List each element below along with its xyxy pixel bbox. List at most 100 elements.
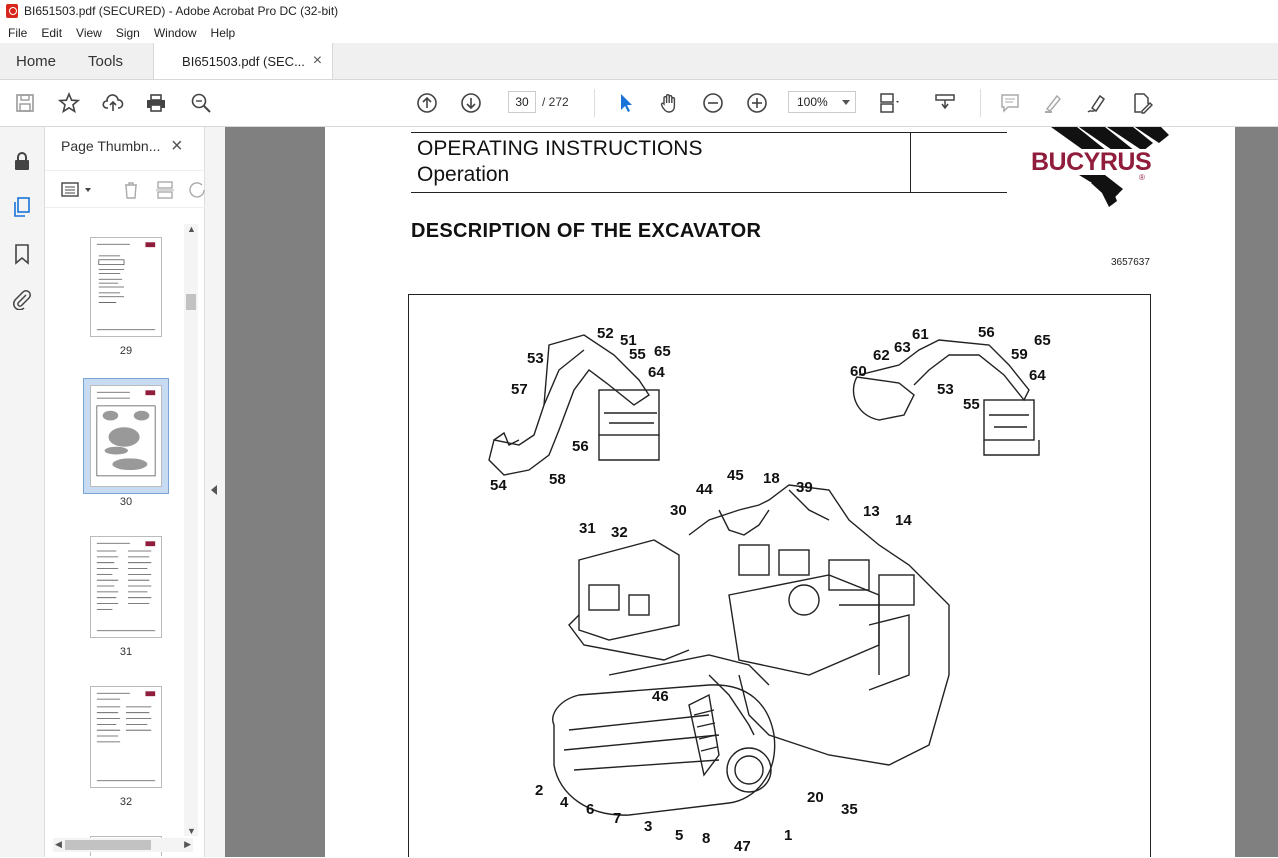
tab-close-icon[interactable]: × <box>312 52 323 69</box>
pdf-page: OPERATING INSTRUCTIONS Operation BUCYRUS… <box>325 127 1235 857</box>
thumbnails-hscrollbar[interactable]: ◀ ▶ <box>53 838 193 852</box>
star-icon[interactable] <box>57 91 81 115</box>
registered-mark: ® <box>1139 173 1145 182</box>
thumbnail-label: 31 <box>119 646 133 658</box>
callout-label: 65 <box>1034 332 1051 349</box>
scroll-left-icon[interactable]: ◀ <box>55 839 62 849</box>
scrollbar-thumb[interactable] <box>65 840 151 850</box>
zoom-dropdown[interactable]: 100% <box>788 91 856 113</box>
callout-label: 30 <box>670 502 687 519</box>
callout-label: 64 <box>648 364 665 381</box>
page-fit-icon[interactable] <box>877 91 901 115</box>
hand-tool-icon[interactable] <box>657 91 681 115</box>
excavator-illustration <box>488 334 1040 816</box>
panel-collapse-handle[interactable] <box>205 127 225 857</box>
callout-label: 53 <box>937 381 954 398</box>
menu-bar: File Edit View Sign Window Help <box>0 22 1278 43</box>
menu-view[interactable]: View <box>76 25 102 40</box>
menu-window[interactable]: Window <box>153 25 197 40</box>
tab-document[interactable]: BI651503.pdf (SEC... × <box>153 43 334 79</box>
callout-label: 1 <box>784 827 793 844</box>
thumbnail-page-31[interactable] <box>90 536 162 638</box>
callout-label: 44 <box>696 481 713 498</box>
section-heading: DESCRIPTION OF THE EXCAVATOR <box>411 220 762 242</box>
callout-label: 51 <box>620 332 637 349</box>
scroll-right-icon[interactable]: ▶ <box>184 839 191 849</box>
attachment-icon[interactable] <box>11 288 33 311</box>
next-page-icon[interactable] <box>459 91 483 115</box>
callout-label: 60 <box>850 363 867 380</box>
panel-title: Page Thumbn... <box>61 138 161 154</box>
highlight-pen-icon[interactable] <box>1041 91 1065 115</box>
thumbnail-page-32[interactable] <box>90 686 162 788</box>
delete-page-icon[interactable] <box>121 180 141 203</box>
select-cursor-icon[interactable] <box>614 91 638 115</box>
callout-label: 7 <box>613 810 622 827</box>
rotate-page-icon[interactable] <box>187 180 205 203</box>
menu-help[interactable]: Help <box>210 25 236 40</box>
scrollbar-thumb[interactable] <box>186 294 196 310</box>
comment-icon[interactable] <box>998 91 1022 115</box>
thumbnails-scrollbar[interactable]: ▲ ▼ <box>184 224 198 836</box>
callout-label: 56 <box>572 438 589 455</box>
menu-sign[interactable]: Sign <box>115 25 140 40</box>
doc-header-subtitle: Operation <box>417 163 510 186</box>
callout-label: 63 <box>894 339 911 356</box>
page-thumbnails-icon[interactable] <box>11 196 33 218</box>
callout-label: 55 <box>963 396 980 413</box>
chevron-down-icon <box>842 100 850 105</box>
sign-pen-icon[interactable] <box>1085 91 1109 115</box>
scroll-up-icon[interactable]: ▲ <box>187 224 196 234</box>
page-number-input[interactable]: 30 <box>508 91 536 113</box>
insert-page-icon[interactable] <box>155 180 175 203</box>
excavator-figure: 52 51 53 55 65 64 57 56 54 58 61 56 62 6… <box>408 294 1151 857</box>
acrobat-icon <box>6 4 18 18</box>
thumbnail-options-icon[interactable] <box>61 181 93 202</box>
callout-label: 18 <box>763 470 780 487</box>
callout-label: 4 <box>560 794 569 811</box>
callout-label: 46 <box>652 688 669 705</box>
edit-pdf-icon[interactable] <box>1130 91 1154 115</box>
title-bar: BI651503.pdf (SECURED) - Adobe Acrobat P… <box>0 0 1278 22</box>
callout-label: 47 <box>734 838 751 855</box>
thumbnails-panel: Page Thumbn... × 29 30 31 32 ▲ ▼ <box>45 127 205 857</box>
zoom-search-icon[interactable] <box>189 91 213 115</box>
upload-cloud-icon[interactable] <box>101 91 125 115</box>
window-title: BI651503.pdf (SECURED) - Adobe Acrobat P… <box>24 4 339 18</box>
callout-label: 56 <box>978 324 995 341</box>
callout-label: 8 <box>702 830 711 847</box>
callout-label: 52 <box>597 325 614 342</box>
page-total-label: / 272 <box>542 95 569 109</box>
scroll-down-icon[interactable]: ▼ <box>187 826 196 836</box>
menu-file[interactable]: File <box>8 25 28 40</box>
brand-name: BUCYRUS <box>1031 148 1152 176</box>
thumbnail-page-30[interactable] <box>90 385 162 487</box>
toolbar <box>0 80 1278 127</box>
zoom-in-icon[interactable] <box>745 91 769 115</box>
save-icon[interactable] <box>13 91 37 115</box>
callout-label: 3 <box>644 818 653 835</box>
header-rule <box>411 192 1007 193</box>
thumbnail-label: 30 <box>119 496 133 508</box>
lock-icon[interactable] <box>11 150 33 172</box>
zoom-out-icon[interactable] <box>701 91 725 115</box>
previous-page-icon[interactable] <box>415 91 439 115</box>
thumbnail-page-29[interactable] <box>90 237 162 337</box>
collapse-arrow-icon <box>211 485 217 495</box>
print-icon[interactable] <box>144 91 168 115</box>
bookmark-icon[interactable] <box>11 243 33 265</box>
toolbar-divider <box>594 89 595 117</box>
callout-label: 55 <box>629 346 646 363</box>
header-rule <box>411 132 1007 133</box>
callout-label: 58 <box>549 471 566 488</box>
tab-document-label: BI651503.pdf (SEC... <box>182 53 305 69</box>
panel-close-icon[interactable]: × <box>171 135 183 157</box>
callout-label: 2 <box>535 782 544 799</box>
tab-home[interactable]: Home <box>16 52 57 70</box>
header-divider <box>910 132 911 192</box>
document-viewer[interactable]: OPERATING INSTRUCTIONS Operation BUCYRUS… <box>225 127 1278 857</box>
toolbar-divider <box>980 89 981 117</box>
scroll-mode-icon[interactable] <box>933 91 957 115</box>
tab-tools[interactable]: Tools <box>88 52 124 70</box>
menu-edit[interactable]: Edit <box>41 25 63 40</box>
